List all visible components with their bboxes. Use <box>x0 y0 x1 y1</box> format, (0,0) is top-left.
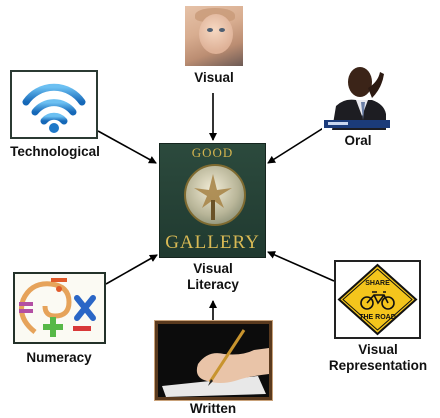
hand-writing-photo <box>154 320 273 401</box>
label-numeracy: Numeracy <box>26 350 92 365</box>
sign-text-top: SHARE <box>365 280 390 287</box>
man-talking-photo <box>322 58 392 130</box>
gallery-sign-bottom: GALLERY <box>165 232 260 253</box>
math-symbols-icon <box>13 272 106 344</box>
label-oral: Oral <box>344 133 372 148</box>
gallery-sign-top: GOOD <box>191 145 234 160</box>
arrow-from-numeracy <box>105 254 158 285</box>
wifi-icon <box>10 70 98 139</box>
label-representation-line1: Visual <box>358 342 398 357</box>
gallery-window <box>184 164 246 226</box>
arrow-from-technological <box>97 130 157 164</box>
good-gallery-image: GOOD GALLERY <box>159 143 266 258</box>
baby-photo <box>185 6 243 66</box>
sign-text-bottom: THE ROAD <box>359 314 396 321</box>
arrow-from-oral <box>267 126 326 164</box>
label-representation-line2: Representation <box>328 358 428 373</box>
label-visual: Visual <box>194 70 234 85</box>
share-the-road-sign: SHARE THE ROAD <box>334 260 421 339</box>
arrow-from-representation <box>267 251 335 282</box>
label-visual-literacy-line2: Literacy <box>187 277 239 292</box>
label-written: Written <box>189 401 237 416</box>
label-visual-literacy-line1: Visual <box>193 261 233 276</box>
label-technological: Technological <box>10 144 100 159</box>
